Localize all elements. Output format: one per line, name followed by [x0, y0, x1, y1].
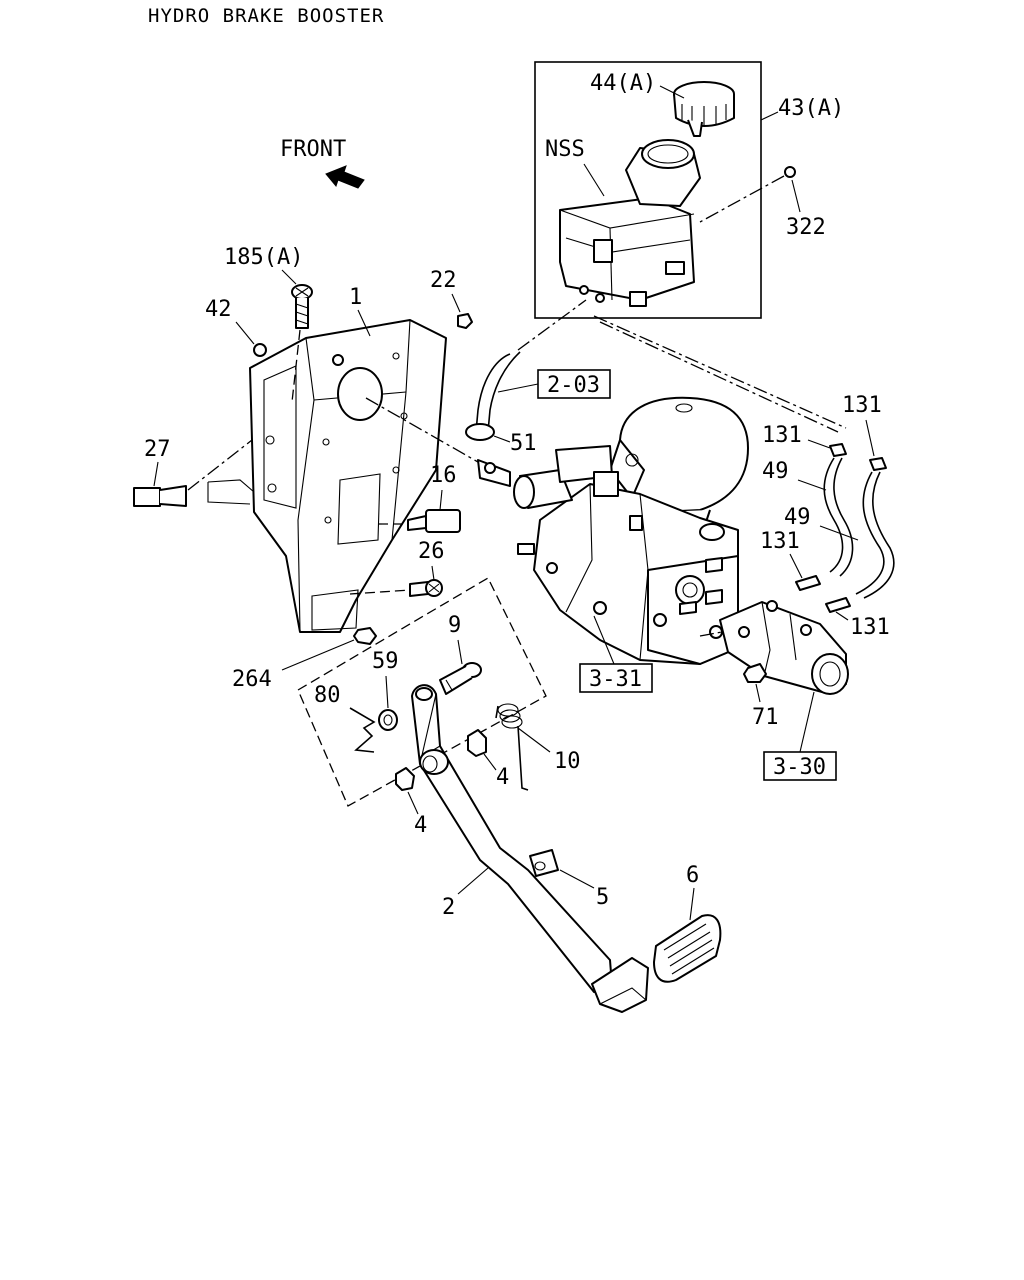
pedal-bracket	[207, 319, 447, 633]
nut-42-icon	[253, 343, 267, 357]
ref-label-3-30: 3-30	[773, 755, 826, 780]
callout-6: 6	[686, 863, 699, 888]
bushing-4-left-icon	[395, 767, 415, 791]
pedal-kit-inset-frame	[297, 577, 547, 807]
callout-51: 51	[510, 431, 537, 456]
hose-2-03	[475, 353, 511, 433]
fitting-131-d-icon	[825, 597, 851, 613]
ref-box-3-31[interactable]	[579, 663, 653, 693]
stopper-5	[529, 849, 559, 877]
reservoir-tank	[559, 139, 701, 307]
ref-label-2-03: 2-03	[547, 373, 600, 398]
nut-264-icon	[353, 627, 377, 645]
washer-59-icon	[378, 709, 398, 731]
callout-43a: 43(A)	[778, 96, 844, 121]
callout-59: 59	[372, 649, 399, 674]
callout-5: 5	[596, 885, 609, 910]
clip-80-icon	[349, 707, 376, 753]
clamp-51-icon	[465, 423, 495, 441]
hose-49-b	[855, 471, 885, 595]
switch-16	[407, 509, 461, 533]
callout-2: 2	[442, 895, 455, 920]
callout-80: 80	[314, 683, 341, 708]
bolt-26-icon	[409, 579, 443, 597]
diagram-title: HYDRO BRAKE BOOSTER	[148, 5, 384, 27]
callout-71: 71	[752, 705, 779, 730]
callout-26: 26	[418, 539, 445, 564]
callout-nss: NSS	[545, 137, 585, 162]
callout-16: 16	[430, 463, 457, 488]
callout-49-lower: 49	[784, 505, 811, 530]
fitting-131-c-icon	[795, 575, 821, 591]
pedal-pad-rubber-6	[653, 914, 722, 983]
callout-10: 10	[554, 749, 581, 774]
callout-131-left: 131	[762, 423, 802, 448]
fitting-131-a-icon	[829, 443, 847, 457]
callout-185a: 185(A)	[224, 245, 303, 270]
spring-10	[495, 703, 529, 791]
master-cylinder	[719, 600, 849, 695]
reservoir-cap	[673, 81, 735, 137]
hose-49-a	[823, 457, 844, 573]
callout-264: 264	[232, 667, 272, 692]
ref-label-3-31: 3-31	[589, 667, 642, 692]
callout-44a: 44(A)	[590, 71, 656, 96]
callout-1: 1	[349, 285, 362, 310]
hydro-booster-unit	[477, 396, 749, 665]
callout-131-mid: 131	[760, 529, 800, 554]
bushing-4-right-icon	[467, 729, 487, 757]
nut-71-icon	[743, 663, 767, 683]
nut-22-icon	[457, 313, 473, 329]
callout-9: 9	[448, 613, 461, 638]
pedal-pin-9	[439, 662, 482, 695]
fitting-131-b-icon	[869, 457, 887, 471]
brake-pedal-arm	[411, 684, 613, 993]
nut-322-icon	[784, 166, 796, 178]
callout-131-low: 131	[850, 615, 890, 640]
callout-4-right: 4	[496, 765, 509, 790]
stop-switch-27	[133, 485, 187, 507]
front-label: FRONT	[280, 137, 346, 162]
callout-4-left: 4	[414, 813, 427, 838]
bolt-185a-icon	[291, 284, 313, 329]
callout-42: 42	[205, 297, 232, 322]
callout-131-top: 131	[842, 393, 882, 418]
pedal-pad-base	[591, 957, 649, 1013]
callout-27: 27	[144, 437, 171, 462]
callout-22: 22	[430, 268, 457, 293]
front-arrow-icon	[325, 165, 365, 189]
callout-49-upper: 49	[762, 459, 789, 484]
callout-322: 322	[786, 215, 826, 240]
reservoir-inset-frame	[534, 61, 762, 319]
